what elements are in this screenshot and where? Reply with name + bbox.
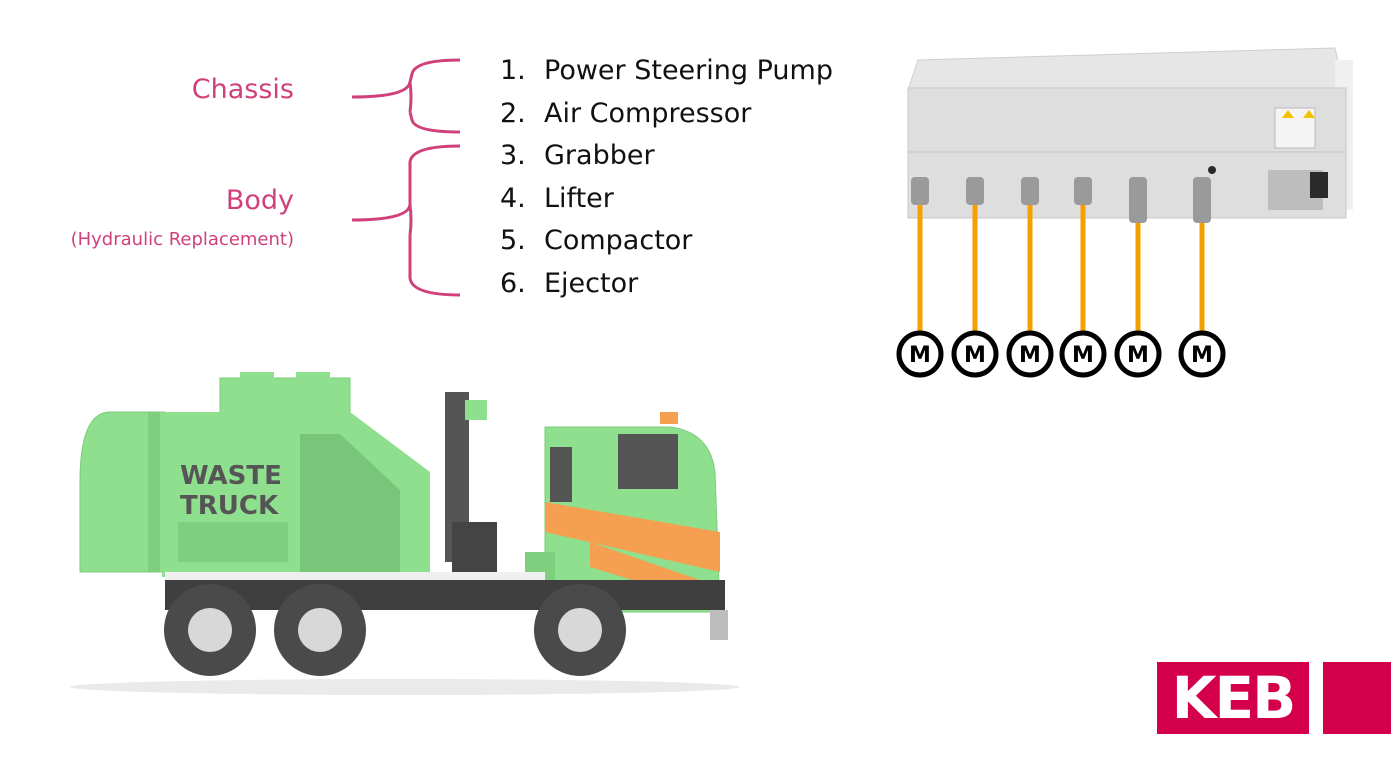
motor-label: M [1072,343,1094,368]
motor-circle [1006,330,1054,378]
cable-connector [1074,177,1092,205]
item-number: 1. [500,55,526,86]
body-brace [351,144,461,297]
item-label: Lifter [544,182,614,214]
truck-wheels [164,584,626,676]
motor-label: M [1019,343,1041,368]
motor-circle [1178,330,1226,378]
cable-connector [1193,177,1211,223]
list-item: 3. Grabber [500,137,833,180]
list-item: 4. Lifter [500,180,833,223]
list-item: 1. Power Steering Pump [500,52,833,95]
drive-function-list: 1. Power Steering Pump 2. Air Compressor 3… [500,52,833,307]
body-label: Body [225,185,294,216]
motor-label: M [1191,343,1213,368]
truck-text-truck: TRUCK [180,491,279,521]
motor-circle [1059,330,1107,378]
truck-text-waste: WASTE [180,461,282,491]
cable-connector [1021,177,1039,205]
item-number: 2. [500,97,526,129]
waste-truck-illustration: WASTE TRUCK [70,372,740,695]
keb-logo: KEB [1157,662,1391,734]
item-number: 6. [500,267,526,299]
motor-label: M [964,343,986,368]
motor-circle [1114,330,1162,378]
item-label: Grabber [544,140,655,171]
item-label: Compactor [544,225,693,256]
motor-circle [896,330,944,378]
logo-box [1157,662,1309,734]
item-number: 4. [500,182,526,214]
motor-circle [951,330,999,378]
list-item: 2. Air Compressor [500,95,833,138]
body-sublabel: (Hydraulic Replacement) [70,229,294,250]
group-braces [351,58,461,297]
cable-connector [966,177,984,205]
item-label: Air Compressor [544,97,752,129]
list-item: 6. Ejector [500,265,833,308]
logo-text: KEB [1171,664,1297,732]
chassis-label: Chassis [191,74,294,105]
list-item: 5. Compactor [500,222,833,265]
item-number: 3. [500,140,526,171]
motor-label: M [1127,343,1149,368]
cable-connector [911,177,929,205]
motor-label: M [909,343,931,368]
item-label: Power Steering Pump [544,55,833,86]
chassis-brace [351,58,461,134]
cable-connector [1129,177,1147,223]
logo-square [1323,662,1391,734]
item-number: 5. [500,225,526,256]
item-label: Ejector [544,267,639,299]
